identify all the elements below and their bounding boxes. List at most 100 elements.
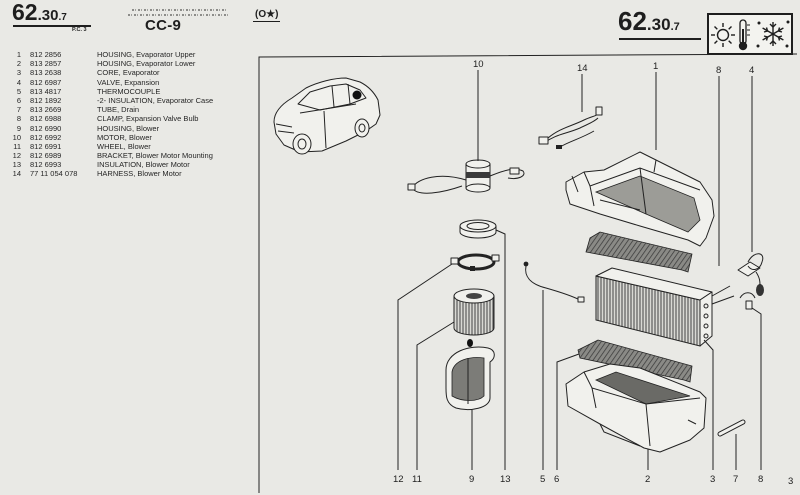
part-ref-number: 7: [16, 105, 21, 115]
part-description: CORE, Evaporator: [97, 68, 160, 78]
sun-icon: [711, 23, 735, 47]
part-number: 812 6989: [30, 151, 62, 161]
part-7-drain-tube: [717, 419, 746, 437]
callout-labels: 10 14 1 8 4 12 11 9 13 5 6 2 3 7 8 3: [393, 59, 793, 487]
part-9-blower-housing: [445, 339, 495, 411]
part-ref-number: 12: [12, 151, 21, 161]
part-description: WHEEL, Blower: [97, 141, 151, 151]
location-marker-icon: [352, 90, 362, 100]
section-code-minor: .30: [37, 7, 59, 24]
part-number: 812 6993: [30, 160, 62, 170]
section-code-major: 62: [618, 6, 647, 36]
page-note: P.C. 3: [72, 27, 87, 33]
part-ref-number: 13: [12, 160, 21, 170]
part-5-thermocouple: [523, 261, 585, 303]
section-icon-box: [707, 13, 793, 55]
part-1-evaporator-housing-upper: [565, 151, 715, 247]
part-ref-number: 10: [12, 132, 21, 142]
callout-label: 3: [710, 474, 715, 485]
part-8-clamp: [739, 292, 756, 310]
parts-list-row: 6 812 1892 -2- INSULATION, Evaporator Case: [5, 96, 245, 105]
callout-label: 11: [412, 474, 422, 485]
part-6-insulation-pad: [577, 339, 693, 383]
parts-list-row: 8 812 6988 CLAMP, Expansion Valve Bulb: [5, 114, 245, 123]
part-6-insulation-pad: [585, 231, 693, 273]
part-2-evaporator-housing-lower: [565, 363, 707, 453]
diagram-frame: [258, 53, 798, 493]
part-description: HOUSING, Evaporator Upper: [97, 50, 196, 59]
callout-label: 5: [540, 474, 545, 485]
part-ref-number: 14: [12, 169, 21, 179]
callout-label: 1: [653, 61, 658, 72]
parts-list-row: 9 812 6990 HOUSING, Blower: [5, 124, 245, 133]
illegible-print-note: [128, 14, 230, 16]
illegible-print-note: [132, 9, 228, 11]
part-ref-number: 1: [16, 50, 21, 59]
part-description: TUBE, Drain: [97, 105, 140, 115]
leader-line: [556, 353, 580, 470]
part-10-blower-motor: [407, 152, 525, 194]
part-ref-number: 6: [16, 95, 21, 105]
section-code-minor: .30: [646, 15, 671, 34]
callout-label: 10: [473, 59, 484, 70]
parts-list-row: 2 813 2857 HOUSING, Evaporator Lower: [5, 59, 245, 68]
parts-list-row: 13 812 6993 INSULATION, Blower Motor: [5, 160, 245, 169]
part-number: 812 1892: [30, 95, 62, 105]
callout-label: 8: [758, 474, 763, 485]
vehicle-location-sketch: [273, 77, 381, 155]
part-number: 812 6987: [30, 77, 62, 87]
part-description: CLAMP, Expansion Valve Bulb: [97, 114, 199, 124]
callout-label: 9: [469, 474, 474, 485]
callout-label: 2: [645, 474, 650, 485]
callout-label: 14: [577, 63, 588, 74]
parts-list-row: 4 812 6987 VALVE, Expansion: [5, 78, 245, 87]
part-number: 812 6988: [30, 114, 62, 124]
leader-lines: [397, 70, 762, 470]
leader-line: [397, 263, 453, 470]
snowflake-icon: [756, 20, 790, 48]
section-code-major: 62: [12, 0, 38, 25]
part-ref-number: 2: [16, 59, 21, 69]
part-ref-number: 11: [13, 141, 21, 151]
part-description: HOUSING, Blower: [97, 123, 160, 133]
part-ref-number: 8: [16, 114, 21, 124]
part-description: INSULATION, Blower Motor: [97, 160, 190, 170]
callout-label: 6: [554, 474, 559, 485]
part-number: 813 4817: [30, 86, 62, 96]
part-ref-number: 4: [16, 77, 21, 87]
part-number: 812 6992: [30, 132, 62, 142]
section-code-suffix: .7: [58, 12, 67, 23]
model-code: CC-9: [145, 17, 182, 34]
part-number: 813 2638: [30, 68, 62, 78]
part-description: BRACKET, Blower Motor Mounting: [97, 151, 213, 161]
exploded-diagram: 10 14 1 8 4 12 11 9 13 5 6 2 3 7 8 3: [258, 53, 798, 493]
parts-list-row: 7 813 2669 TUBE, Drain: [5, 105, 245, 114]
part-description: VALVE, Expansion: [97, 77, 160, 87]
section-code-suffix: .7: [670, 21, 680, 33]
part-13-blower-insulation: [459, 219, 497, 239]
leader-line: [416, 321, 455, 470]
part-ref-number: 5: [16, 86, 21, 96]
section-code-underline: [13, 25, 91, 27]
part-description: HOUSING, Evaporator Lower: [97, 59, 196, 69]
callout-label: 12: [393, 474, 404, 485]
callout-label: 4: [749, 65, 754, 76]
part-12-blower-bracket: [450, 253, 500, 271]
part-number: 813 2669: [30, 105, 62, 115]
callout-label: 8: [716, 65, 721, 76]
callout-label: 13: [500, 474, 511, 485]
part-number: 813 2857: [30, 59, 62, 69]
section-code-underline: [619, 38, 701, 40]
leader-line: [495, 229, 506, 470]
part-number: 812 6990: [30, 123, 62, 133]
part-3-evaporator-core: [595, 267, 735, 347]
part-ref-number: 9: [16, 123, 21, 133]
part-description: -2- INSULATION, Evaporator Case: [97, 95, 214, 105]
